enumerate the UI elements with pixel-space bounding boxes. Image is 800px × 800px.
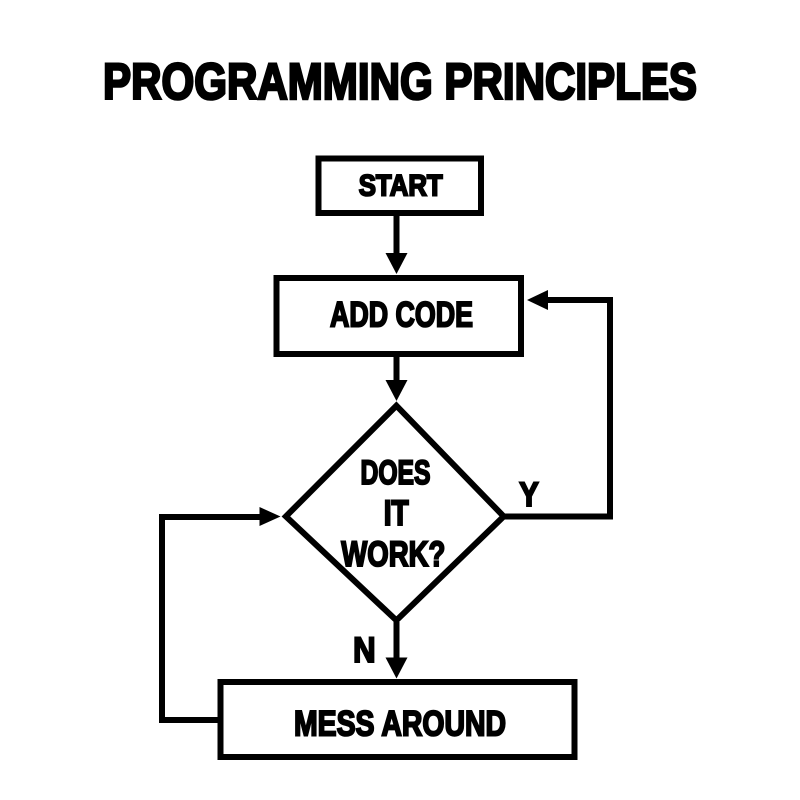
svg-text:ADD CODE: ADD CODE <box>330 294 473 334</box>
svg-text:DOES: DOES <box>361 454 431 492</box>
svg-text:START: START <box>359 170 443 203</box>
svg-text:Y: Y <box>519 476 539 514</box>
svg-text:N: N <box>353 630 376 670</box>
svg-text:IT: IT <box>384 494 409 533</box>
svg-text:WORK?: WORK? <box>341 535 445 574</box>
svg-text:MESS AROUND: MESS AROUND <box>294 704 506 743</box>
svg-text:PROGRAMMING PRINCIPLES: PROGRAMMING PRINCIPLES <box>103 53 697 110</box>
